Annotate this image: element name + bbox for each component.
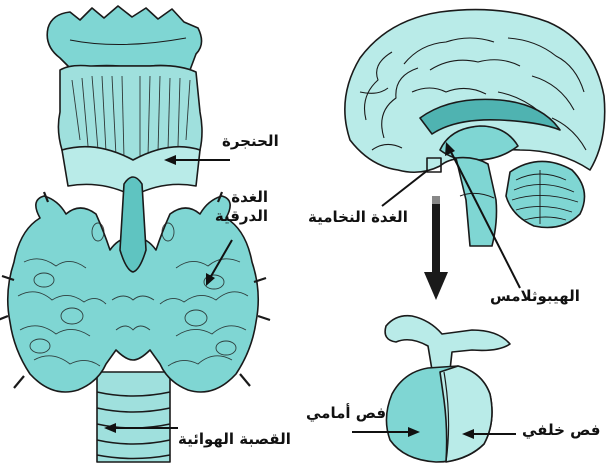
pituitary-detail-figure <box>385 316 510 462</box>
thyroid-gland-label-line1: الغدة <box>188 188 268 207</box>
anterior-lobe-label: فص أمامي <box>306 404 386 423</box>
down-arrow <box>424 196 448 300</box>
thyroid-gland-label: الغدة الدرقية <box>188 188 268 226</box>
thyroid-gland-label-line2: الدرقية <box>188 207 268 226</box>
trachea-drawing <box>97 372 170 462</box>
trachea-label: القصبة الهوائية <box>178 430 291 449</box>
hyoid-drawing <box>47 6 201 70</box>
thyroid-larynx-figure <box>0 6 270 462</box>
cerebellum-drawing <box>506 161 585 227</box>
hypothalamus-label: الهيبوثلامس <box>490 287 580 306</box>
larynx-label: الحنجرة <box>222 132 279 151</box>
posterior-lobe-label: فص خلفي <box>522 421 600 440</box>
pituitary-gland-label: الغدة النخامية <box>308 208 408 227</box>
